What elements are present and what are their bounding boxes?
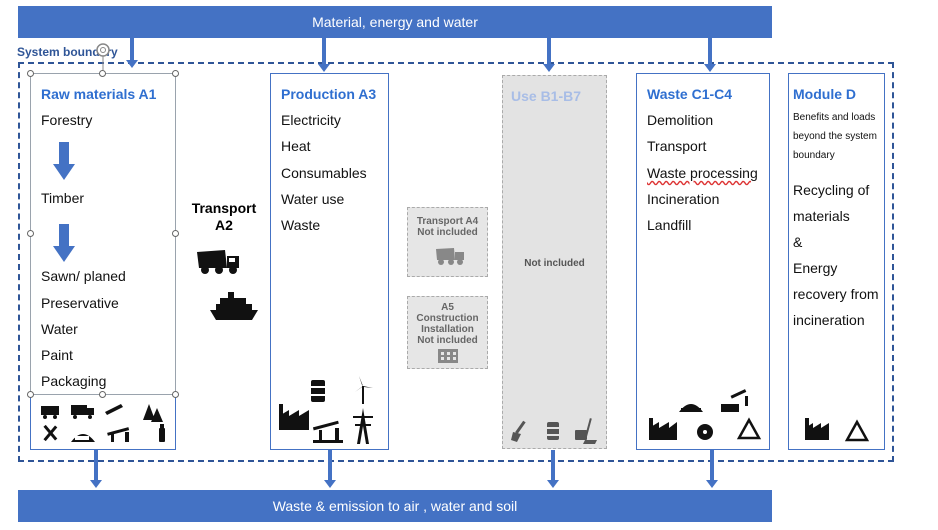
mop-bucket-icon xyxy=(575,418,597,444)
waste-icons xyxy=(649,389,762,440)
paint-brush-icon xyxy=(511,420,526,442)
recycle-icon xyxy=(844,419,870,442)
trees-icon xyxy=(143,404,163,422)
production-item: Water use xyxy=(281,191,345,207)
output-band-label: Waste & emission to air , water and soil xyxy=(272,498,518,514)
selection-frame[interactable] xyxy=(30,73,176,395)
saw-icon xyxy=(105,404,123,415)
raw-item: Timber xyxy=(41,190,85,206)
use-not-included: Not included xyxy=(524,258,585,269)
factory-icon xyxy=(279,404,309,430)
resize-handle[interactable] xyxy=(172,391,179,398)
system-boundary xyxy=(18,62,894,462)
module-d-item: & xyxy=(793,234,803,250)
a5-line4: Not included xyxy=(417,335,478,346)
demolition-crane-icon xyxy=(721,389,748,412)
transport-a4-line1: Transport A4 xyxy=(416,216,479,227)
excavator-icon xyxy=(71,434,95,442)
transport-a2-line1: Transport xyxy=(191,200,257,216)
truck-icon xyxy=(71,405,94,419)
raw-item: Paint xyxy=(41,347,73,363)
module-d-item: materials xyxy=(793,208,850,224)
waste-item: Waste processing xyxy=(647,165,758,181)
transport-a4-box: Transport A4 Not included xyxy=(407,207,488,277)
raw-material-icons xyxy=(41,404,165,442)
waste-item: Demolition xyxy=(647,112,714,128)
module-d-desc-line: beyond the system xyxy=(793,131,877,142)
mine-cart-icon xyxy=(41,406,59,419)
waste-module: Waste C1-C4 Demolition Transport Waste p… xyxy=(636,73,770,450)
waste-item: Transport xyxy=(647,138,707,154)
wind-turbine-icon xyxy=(355,376,373,404)
oil-pump-icon xyxy=(107,427,130,442)
excavator-icon xyxy=(679,404,703,412)
use-module: Use B1-B7 Not included xyxy=(502,75,607,449)
production-module: Production A3 Electricity Heat Consumabl… xyxy=(270,73,389,450)
transport-a4-line2: Not included xyxy=(417,227,478,238)
raw-item: Forestry xyxy=(41,112,93,128)
raw-item: Preservative xyxy=(41,295,119,311)
oil-barrel-icon xyxy=(311,380,325,402)
module-d-item: incineration xyxy=(793,312,865,328)
down-arrow-icon xyxy=(53,224,75,262)
oil-pump-icon xyxy=(312,420,343,443)
truck-icon xyxy=(436,248,464,265)
transport-a2-label: Transport A2 xyxy=(186,200,262,234)
production-item: Waste xyxy=(281,217,321,233)
truck-icon xyxy=(197,250,239,274)
input-band-label: Material, energy and water xyxy=(312,14,478,30)
barrel-icon xyxy=(547,422,559,440)
use-title: Use B1-B7 xyxy=(511,88,582,104)
waste-title: Waste C1-C4 xyxy=(647,86,733,102)
resize-handle[interactable] xyxy=(172,70,179,77)
module-d-item: Energy xyxy=(793,260,838,276)
a5-line1: A5 xyxy=(441,302,454,313)
module-d-item: recovery from xyxy=(793,286,879,302)
factory-icon xyxy=(805,418,829,440)
bottle-icon xyxy=(159,424,165,442)
a5-box: A5 Construction Installation Not include… xyxy=(407,296,488,369)
raw-materials-title: Raw materials A1 xyxy=(41,86,157,102)
raw-item: Packaging xyxy=(41,373,107,389)
building-icon xyxy=(438,349,458,363)
module-d-description: Benefits and loads beyond the system bou… xyxy=(793,108,885,165)
rotate-handle-icon[interactable] xyxy=(95,42,111,70)
production-item: Heat xyxy=(281,138,311,154)
a5-line3: Installation xyxy=(421,324,474,335)
down-arrow-icon xyxy=(53,142,75,180)
production-item: Consumables xyxy=(281,165,367,181)
a5-line2: Construction xyxy=(416,313,479,324)
raw-item: Water xyxy=(41,321,78,337)
factory-icon xyxy=(649,418,677,440)
ship-icon xyxy=(210,292,258,320)
resize-handle[interactable] xyxy=(99,70,106,77)
production-icons xyxy=(279,376,373,444)
output-band: Waste & emission to air , water and soil xyxy=(18,490,772,522)
module-d-icons xyxy=(805,418,870,442)
recycle-icon xyxy=(736,417,762,440)
resize-handle[interactable] xyxy=(172,230,179,237)
system-boundary-label: System boundary xyxy=(17,45,118,59)
pick-hammer-icon xyxy=(43,424,58,442)
resize-handle[interactable] xyxy=(27,391,34,398)
power-pylon-icon xyxy=(353,408,373,444)
production-title: Production A3 xyxy=(281,86,377,102)
module-d: Module D Benefits and loads beyond the s… xyxy=(788,73,885,450)
resize-handle[interactable] xyxy=(27,230,34,237)
raw-item: Sawn/ planed xyxy=(41,268,126,284)
module-d-desc-line: boundary xyxy=(793,150,835,161)
waste-item: Landfill xyxy=(647,217,692,233)
production-item: Electricity xyxy=(281,112,341,128)
module-d-desc-line: Benefits and loads xyxy=(793,112,876,123)
input-band: Material, energy and water xyxy=(18,6,772,38)
saw-blade-icon xyxy=(697,424,713,440)
module-d-title: Module D xyxy=(793,86,856,102)
transport-a2-line2: A2 xyxy=(215,217,233,233)
module-d-item: Recycling of xyxy=(793,182,870,198)
resize-handle[interactable] xyxy=(99,391,106,398)
use-icons xyxy=(511,418,597,444)
resize-handle[interactable] xyxy=(27,70,34,77)
waste-item: Incineration xyxy=(647,191,720,207)
